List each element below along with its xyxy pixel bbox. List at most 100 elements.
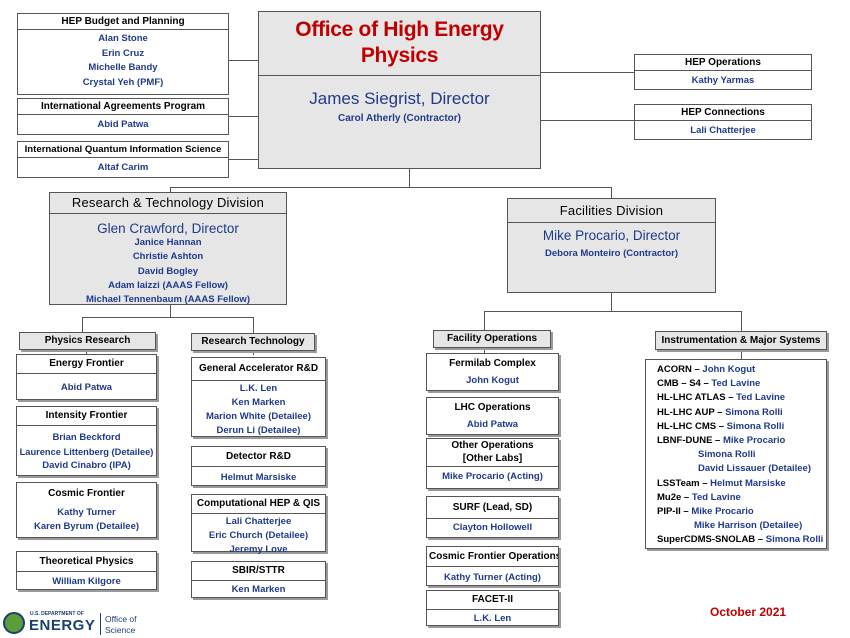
box-title: Intensity Frontier bbox=[17, 407, 156, 426]
instrumentation-line: LBNF-DUNE – Mike Procario bbox=[657, 434, 826, 448]
box-title: HEP Connections bbox=[635, 105, 811, 121]
staff-name: Laurence Littenberg (Detailee) bbox=[19, 447, 154, 457]
staff-name: Eric Church (Detailee) bbox=[208, 530, 309, 541]
intensity-frontier-box: Intensity Frontier Brian Beckford Lauren… bbox=[16, 406, 157, 476]
lhc-operations-box: LHC Operations Abid Patwa bbox=[426, 397, 559, 435]
box-names: Brian Beckford Laurence Littenberg (Deta… bbox=[17, 426, 156, 473]
staff-name: William Kilgore bbox=[52, 576, 121, 587]
box-title: International Quantum Information Scienc… bbox=[18, 142, 228, 158]
energy-frontier-box: Energy Frontier Abid Patwa bbox=[16, 354, 157, 400]
staff-name: Helmut Marsiske bbox=[220, 472, 297, 483]
project-lead: Mike Procario bbox=[691, 506, 754, 518]
staff-name: Clayton Hollowell bbox=[452, 522, 533, 533]
project-label: HL-LHC ATLAS – bbox=[657, 392, 737, 404]
box-names: L.K. Len Ken Marken Marion White (Detail… bbox=[192, 381, 325, 438]
staff-name: Derun Li (Detailee) bbox=[216, 425, 301, 436]
instrumentation-line: Simona Rolli bbox=[657, 448, 826, 462]
hep-budget-planning-box: HEP Budget and Planning Alan Stone Erin … bbox=[17, 13, 229, 95]
office-assistant: Carol Atherly (Contractor) bbox=[338, 113, 461, 124]
instrumentation-line: CMB – S4 – Ted Lavine bbox=[657, 377, 826, 391]
staff-name: Abid Patwa bbox=[60, 382, 113, 393]
staff-name: David Cinabro (IPA) bbox=[42, 460, 131, 471]
logo-office-text: Office of bbox=[105, 614, 137, 624]
staff-name: Christie Ashton bbox=[132, 251, 204, 263]
project-lead: John Kogut bbox=[702, 364, 756, 375]
staff-name: Michael Tennenbaum (AAAS Fellow) bbox=[86, 294, 250, 306]
instrumentation-line: HL-LHC ATLAS – Ted Lavine bbox=[657, 391, 826, 405]
hep-operations-box: HEP Operations Kathy Yarmas bbox=[634, 54, 812, 90]
staff-name: Altaf Carim bbox=[97, 162, 149, 173]
project-lead: Ted Lavine bbox=[691, 491, 741, 503]
facility-operations-header: Facility Operations bbox=[433, 330, 551, 348]
instrumentation-line: Mu2e – Ted Lavine bbox=[657, 491, 826, 505]
project-label: SuperCDMS-SNOLAB – bbox=[657, 534, 766, 546]
staff-name: Ken Marken bbox=[231, 397, 286, 408]
staff-name: Karen Byrum (Detailee) bbox=[33, 521, 140, 532]
box-title: FACET-II bbox=[427, 591, 558, 610]
instrumentation-line: David Lissauer (Detailee) bbox=[657, 462, 826, 476]
project-label: HL-LHC CMS – bbox=[657, 420, 727, 432]
instrumentation-line: PIP-II – Mike Procario bbox=[657, 505, 826, 519]
box-title: LHC Operations bbox=[454, 402, 531, 413]
doe-seal-icon bbox=[3, 612, 25, 634]
instrumentation-header: Instrumentation & Major Systems bbox=[655, 331, 827, 350]
hep-connections-box: HEP Connections Lali Chatterjee bbox=[634, 104, 812, 140]
project-lead: Helmut Marsiske bbox=[710, 477, 786, 489]
project-lead: Ted Lavine bbox=[736, 392, 786, 404]
project-lead: Simona Rolli bbox=[725, 406, 783, 418]
box-title: Cosmic Frontier bbox=[48, 488, 125, 499]
staff-name: L.K. Len bbox=[239, 383, 278, 394]
physics-research-header: Physics Research bbox=[19, 332, 156, 350]
project-label: HL-LHC AUP – bbox=[657, 406, 726, 418]
intl-quantum-box: International Quantum Information Scienc… bbox=[17, 141, 229, 178]
division-title: Research & Technology Division bbox=[50, 193, 286, 214]
box-title: SURF (Lead, SD) bbox=[427, 497, 558, 519]
staff-name: Marion White (Detailee) bbox=[205, 411, 312, 422]
project-lead: Simona Rolli bbox=[698, 449, 756, 461]
project-lead: Mike Procario bbox=[722, 435, 786, 447]
box-title: HEP Operations bbox=[635, 55, 811, 71]
computational-hep-box: Computational HEP & QIS Lali Chatterjee … bbox=[191, 494, 326, 555]
facilities-division: Facilities Division Mike Procario, Direc… bbox=[507, 198, 716, 293]
box-title: HEP Budget and Planning bbox=[18, 14, 228, 30]
box-title: Other Operations [Other Labs] bbox=[427, 439, 558, 467]
logo-small-text: U.S. DEPARTMENT OF bbox=[30, 611, 84, 617]
instrumentation-line: Mike Harrison (Detailee) bbox=[657, 519, 826, 533]
division-title: Facilities Division bbox=[508, 199, 715, 223]
cosmic-frontier-operations-box: Cosmic Frontier Operations Kathy Turner … bbox=[426, 546, 559, 586]
staff-name: David Bogley bbox=[137, 265, 199, 277]
group-title: Research Technology bbox=[201, 336, 305, 347]
box-names: Kathy Turner Karen Byrum (Detailee) bbox=[17, 505, 156, 534]
intl-agreements-box: International Agreements Program Abid Pa… bbox=[17, 98, 229, 135]
cosmic-frontier-box: Cosmic Frontier Kathy Turner Karen Byrum… bbox=[16, 482, 157, 538]
staff-name: Brian Beckford bbox=[52, 432, 121, 443]
project-lead: Simona Rolli bbox=[765, 534, 824, 546]
group-title: Facility Operations bbox=[446, 333, 538, 344]
box-title: General Accelerator R&D bbox=[192, 358, 325, 381]
instrumentation-line: LSSTeam – Helmut Marsiske bbox=[657, 477, 826, 491]
division-assistant: Debora Monteiro (Contractor) bbox=[545, 248, 678, 259]
division-staff: Janice Hannan Christie Ashton David Bogl… bbox=[50, 236, 286, 307]
instrumentation-line: SuperCDMS-SNOLAB – Simona Rolli bbox=[657, 533, 826, 547]
project-lead: Ted Lavine bbox=[711, 378, 761, 390]
date-label: October 2021 bbox=[710, 605, 787, 619]
box-title: Detector R&D bbox=[192, 447, 325, 467]
project-label: ACORN – bbox=[657, 364, 703, 375]
box-title: Energy Frontier bbox=[17, 355, 156, 374]
staff-name: Adam Iaizzi (AAAS Fellow) bbox=[108, 279, 228, 291]
project-label: CMB – S4 – bbox=[657, 378, 712, 390]
group-title: Physics Research bbox=[44, 335, 131, 346]
logo-energy-text: ENERGY bbox=[29, 617, 96, 634]
project-lead: David Lissauer (Detailee) bbox=[698, 463, 811, 475]
project-label: LBNF-DUNE – bbox=[657, 435, 723, 447]
box-title: International Agreements Program bbox=[18, 99, 228, 115]
research-technology-header: Research Technology bbox=[191, 333, 315, 351]
project-label: PIP-II – bbox=[657, 506, 692, 518]
theoretical-physics-box: Theoretical Physics William Kilgore bbox=[16, 551, 157, 590]
project-label: LSSTeam – bbox=[657, 477, 711, 489]
fermilab-complex-box: Fermilab Complex John Kogut bbox=[426, 353, 559, 391]
instrumentation-line: HL-LHC AUP – Simona Rolli bbox=[657, 406, 826, 420]
staff-name: Michelle Bandy bbox=[88, 62, 158, 73]
